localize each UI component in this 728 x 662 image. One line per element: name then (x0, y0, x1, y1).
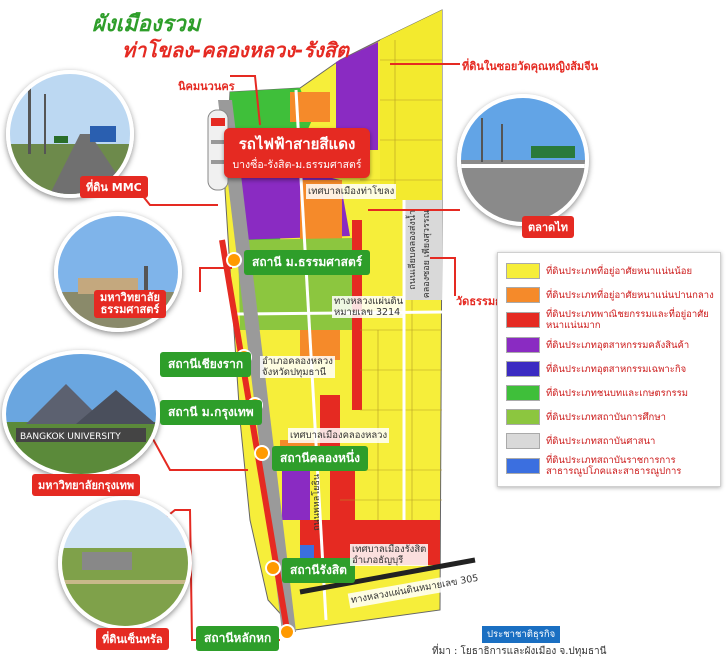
legend-label: ที่ดินประเภทที่อยู่อาศัยหนาแน่นน้อย (546, 265, 693, 277)
legend-swatch (506, 458, 540, 474)
legend-swatch (506, 263, 540, 279)
label-rangsit-a: เทศบาลเมืองรังสิต (352, 544, 427, 555)
map-title: ผังเมืองรวม (92, 12, 201, 37)
label-nikhom: นิคมนวนคร (178, 80, 235, 93)
zone-religious (404, 200, 442, 300)
zone-commercial-4 (330, 470, 355, 520)
map-subtitle: ท่าโขลง-คลองหลวง-รังสิต (122, 38, 350, 62)
legend-swatch (506, 361, 540, 377)
photo-talad-thai (457, 94, 589, 226)
label-amphoe-a: อำเภอคลองหลวง (262, 356, 333, 367)
road-phahonyothin (294, 89, 328, 621)
label-road-phahon: ถนนพหลโยธิน (312, 474, 322, 531)
legend-label: ที่ดินประเภทสถาบันศาสนา (546, 435, 656, 447)
zone-industrial-north (336, 42, 378, 150)
legend-label: ที่ดินประเภทชนบทและเกษตรกรรม (546, 387, 688, 399)
photo-label-talad-thai: ตลาดไท (522, 216, 574, 238)
highway-photo-icon (461, 98, 585, 222)
legend-label: ที่ดินประเภทสถาบันราชการการสาธารณูปโภคแล… (546, 455, 682, 477)
legend-swatch (506, 409, 540, 425)
station-chiang-rak: สถานีเชียงราก (160, 352, 252, 377)
legend-item: ที่ดินประเภทสถาบันการศึกษา (506, 409, 716, 425)
legend-item: ที่ดินประเภทอุตสาหกรรมเฉพาะกิจ (506, 361, 716, 377)
photo-bu-sign: BANGKOK UNIVERSITY (20, 432, 121, 442)
photo-label-mmc: ที่ดิน MMC (80, 176, 148, 198)
label-amphoe-b: จังหวัดปทุมธานี (262, 367, 327, 378)
label-rangsit: เทศบาลเมืองรังสิต อำเภอธัญบุรี (350, 544, 429, 566)
label-soi-wat: ที่ดินในซอยวัดคุณหญิงส้มจีน (462, 60, 599, 73)
label-thakhlong: เทศบาลเมืองท่าโขลง (306, 184, 397, 199)
label-road-soi: คลองซอย เพียงสุวรรณ (422, 210, 432, 299)
building-photo-icon: BANGKOK UNIVERSITY (6, 354, 156, 474)
legend-swatch (506, 385, 540, 401)
photo-central (58, 496, 192, 630)
label-road-canal: ถนนเลียบคลองส่งน้ำ (408, 210, 418, 290)
legend-swatch (506, 433, 540, 449)
legend: ที่ดินประเภทที่อยู่อาศัยหนาแน่นน้อย ที่ด… (497, 252, 721, 487)
legend-item: ที่ดินประเภทสถาบันราชการการสาธารณูปโภคแล… (506, 455, 716, 477)
train-graphic (207, 109, 229, 191)
legend-label: ที่ดินประเภทพาณิชยกรรมและที่อยู่อาศัยหนา… (546, 309, 709, 331)
photo-label-tu-line2: ธรรมศาสตร์ (100, 303, 160, 316)
source-credit: ที่มา : โยธาธิการและผังเมือง จ.ปทุมธานี (432, 646, 607, 657)
legend-label: ที่ดินประเภทอุตสาหกรรมเฉพาะกิจ (546, 363, 687, 375)
train-label: รถไฟฟ้าสายสีแดง บางซื่อ-รังสิต-ม.ธรรมศาส… (224, 128, 370, 178)
label-hwy3214: ทางหลวงแผ่นดิน หมายเลข 3214 (332, 296, 406, 318)
rail-corridor (218, 100, 296, 632)
road-305 (299, 557, 476, 595)
publisher-badge: ประชาชาติธุรกิจ (482, 626, 561, 643)
field-photo-icon (62, 500, 188, 626)
legend-item: ที่ดินประเภทสถาบันศาสนา (506, 433, 716, 449)
label-amphoe: อำเภอคลองหลวง จังหวัดปทุมธานี (260, 356, 335, 378)
label-hwy3214-b: หมายเลข 3214 (334, 307, 401, 318)
station-thammasat: สถานี ม.ธรรมศาสตร์ (244, 250, 371, 275)
legend-item: ที่ดินประเภทที่อยู่อาศัยหนาแน่นน้อย (506, 263, 716, 279)
legend-swatch (506, 312, 540, 328)
station-bangkok-uni: สถานี ม.กรุงเทพ (160, 400, 262, 425)
photo-bu: BANGKOK UNIVERSITY (2, 350, 160, 478)
legend-swatch (506, 337, 540, 353)
legend-swatch (506, 287, 540, 303)
photo-label-tu: มหาวิทยาลัย ธรรมศาสตร์ (94, 290, 166, 318)
train-name: รถไฟฟ้าสายสีแดง (238, 135, 356, 153)
label-khlongluang: เทศบาลเมืองคลองหลวง (288, 428, 390, 443)
legend-item: ที่ดินประเภทชนบทและเกษตรกรรม (506, 385, 716, 401)
station-lak-hok: สถานีหลักหก (196, 626, 280, 651)
legend-item: ที่ดินประเภทที่อยู่อาศัยหนาแน่นปานกลาง (506, 287, 716, 303)
train-route: บางซื่อ-รังสิต-ม.ธรรมศาสตร์ (232, 159, 362, 171)
photo-label-central: ที่ดินเซ็นทรัล (96, 628, 169, 650)
station-khlong-nueng: สถานีคลองหนึ่ง (272, 446, 368, 471)
parcel-grid (300, 40, 442, 520)
legend-item: ที่ดินประเภทพาณิชยกรรมและที่อยู่อาศัยหนา… (506, 309, 716, 331)
legend-label: ที่ดินประเภทที่อยู่อาศัยหนาแน่นปานกลาง (546, 289, 714, 301)
zone-yellow-north (380, 10, 442, 200)
photo-label-tu-line1: มหาวิทยาลัย (100, 291, 160, 304)
label-rangsit-b: อำเภอธัญบุรี (352, 555, 404, 566)
photo-label-bu: มหาวิทยาลัยกรุงเทพ (32, 474, 141, 496)
label-hwy3214-a: ทางหลวงแผ่นดิน (334, 296, 404, 307)
legend-label: ที่ดินประเภทสถาบันการศึกษา (546, 411, 666, 423)
legend-item: ที่ดินประเภทอุตสาหกรรมคลังสินค้า (506, 337, 716, 353)
station-rangsit: สถานีรังสิต (282, 558, 355, 583)
legend-label: ที่ดินประเภทอุตสาหกรรมคลังสินค้า (546, 339, 690, 351)
